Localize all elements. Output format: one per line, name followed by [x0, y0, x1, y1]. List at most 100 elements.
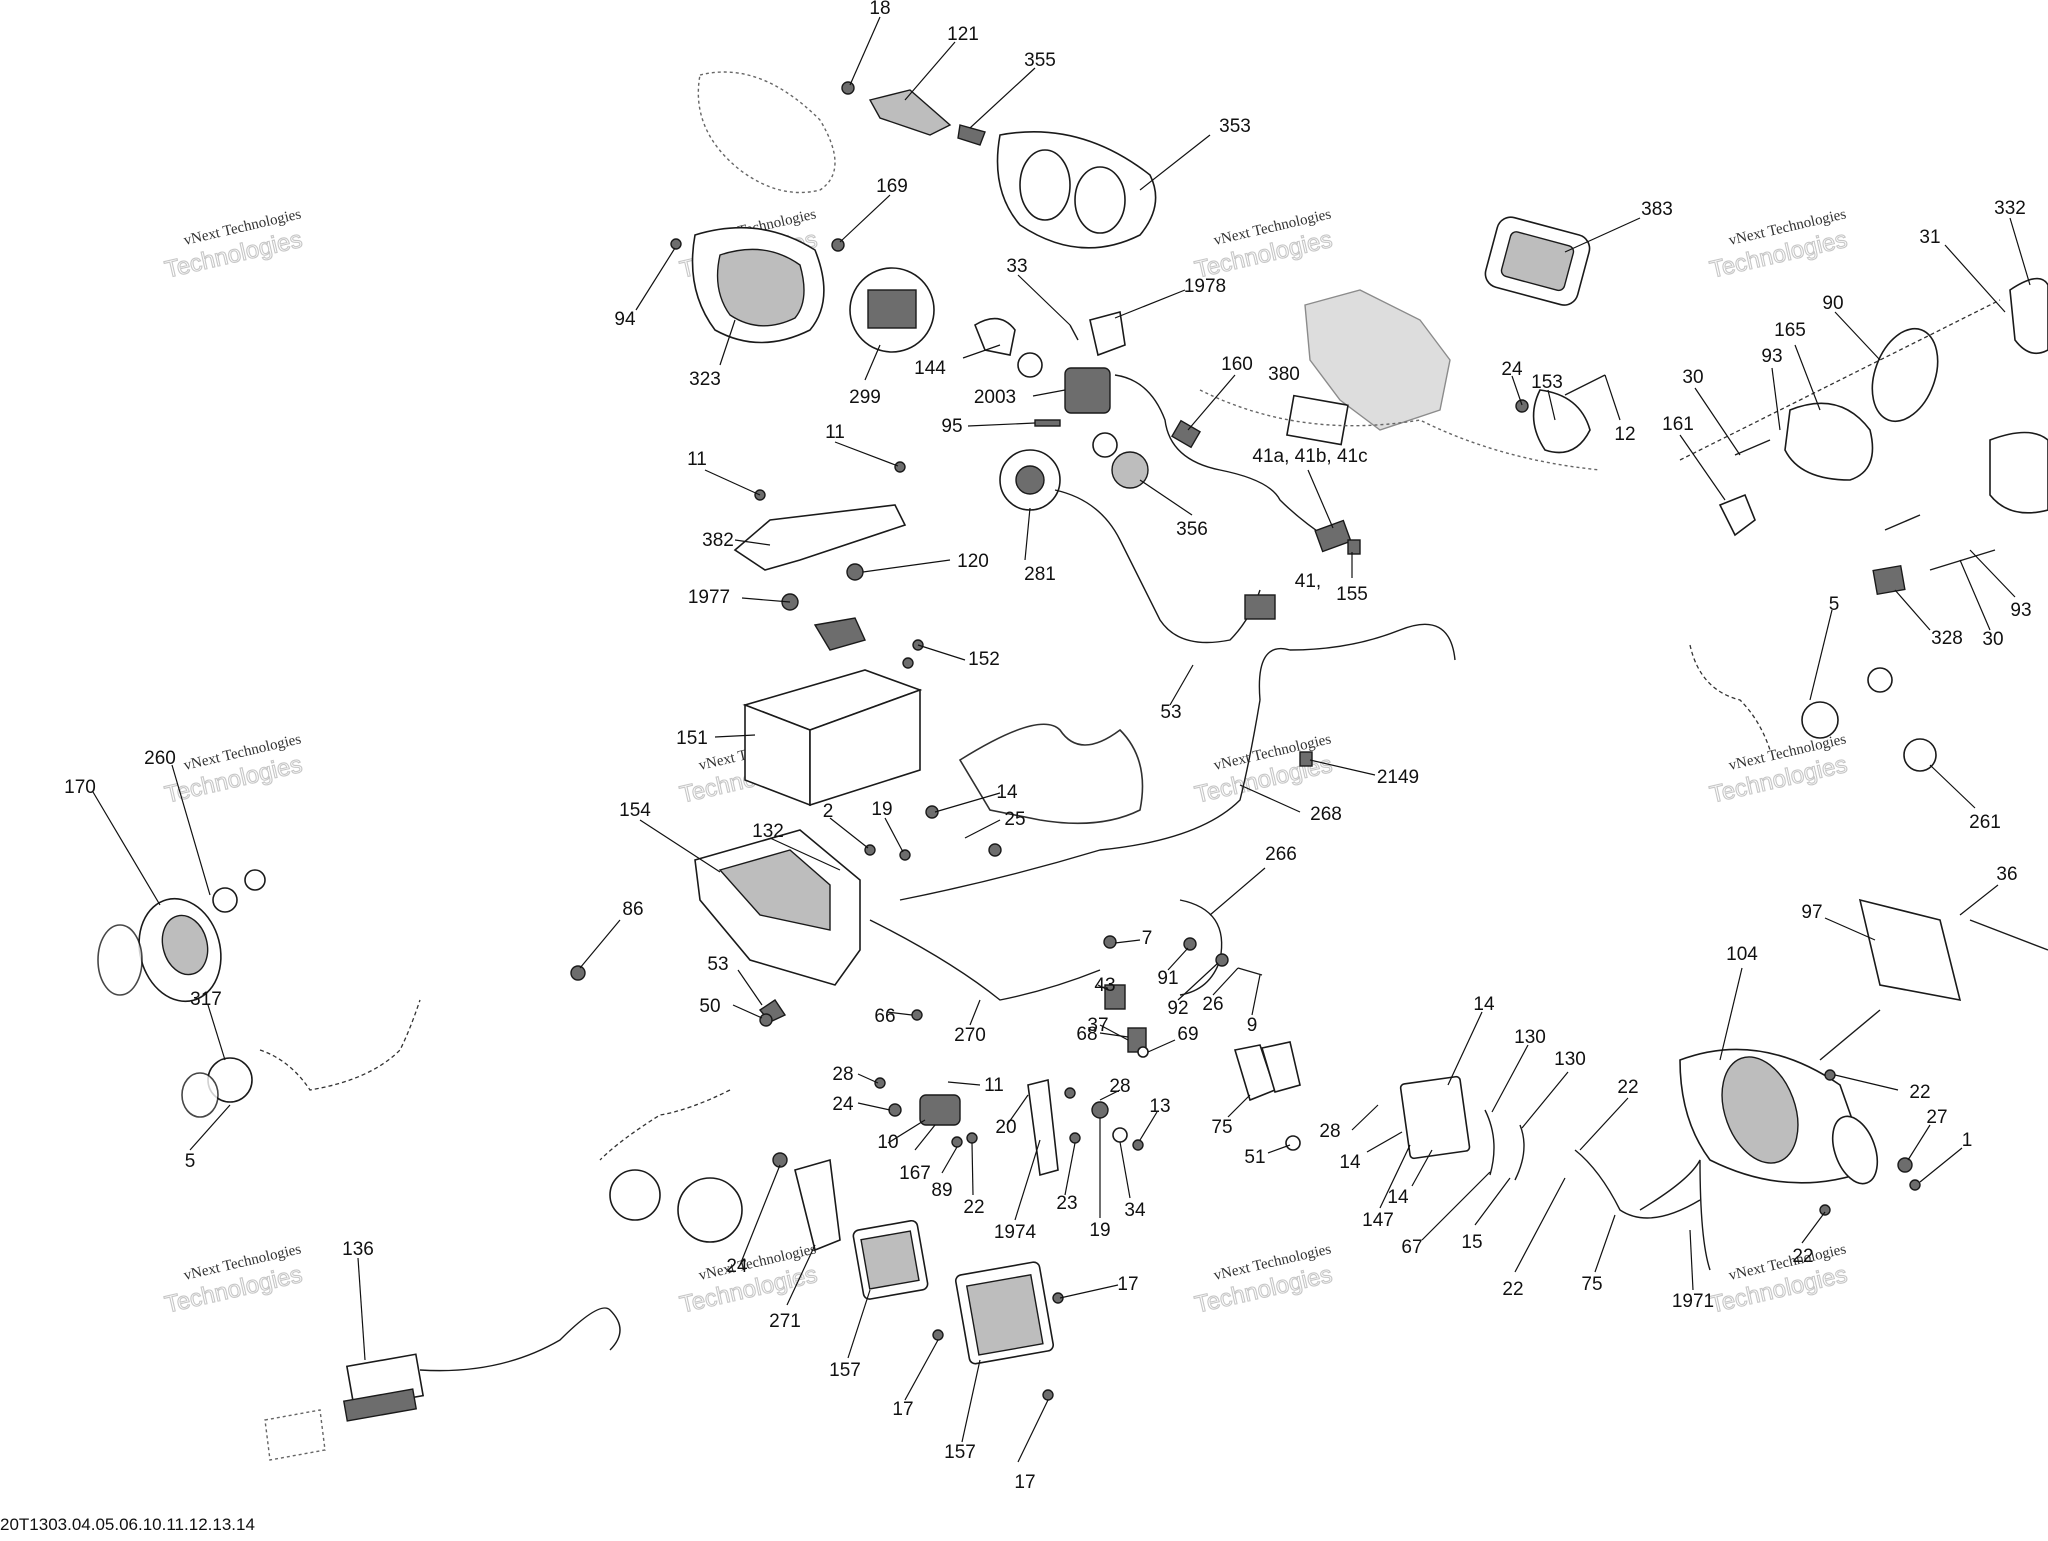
- part-157-regulator-bottom-fins: [965, 1273, 1044, 1356]
- part-95-strip: [1034, 419, 1061, 427]
- leader-33: [1017, 274, 1071, 326]
- leader-1971: [1689, 1229, 1694, 1291]
- part-155-clip: [1347, 539, 1361, 555]
- callout: 75: [1211, 1117, 1232, 1138]
- engine-block: [1304, 289, 1451, 431]
- part-17-screw: [932, 1329, 944, 1341]
- leader-20: [1006, 1094, 1029, 1126]
- callout: 270: [954, 1025, 986, 1046]
- part-17-screw: [1042, 1389, 1054, 1401]
- leader-18: [849, 16, 881, 86]
- part-281-core: [1015, 465, 1045, 495]
- leader-161: [1679, 434, 1726, 501]
- part-22-nut: [966, 1132, 978, 1144]
- callout: 130: [1554, 1049, 1586, 1070]
- part-353-dial-right: [1074, 166, 1126, 234]
- part-97-fairlead: [1858, 898, 1962, 1002]
- part-1974-strip: [1027, 1079, 1059, 1177]
- leader-51: [1267, 1144, 1291, 1154]
- leader-165: [1794, 344, 1821, 411]
- callout: 2149: [1377, 767, 1419, 788]
- callout: 13: [1149, 1096, 1170, 1117]
- leader-261: [1929, 764, 1976, 809]
- leader-53-top: [1169, 664, 1194, 706]
- engine-ghost: [1199, 389, 1601, 471]
- leader-132: [769, 837, 841, 871]
- part-260-bulb: [212, 887, 238, 913]
- part-317-wire: [259, 999, 421, 1091]
- watermark: vNext Technologies Technologies: [162, 1241, 306, 1319]
- callout: 24: [1501, 359, 1523, 380]
- callout: 157: [829, 1360, 861, 1381]
- callout: 37: [1087, 1015, 1108, 1036]
- callout: 1977: [688, 587, 730, 608]
- leader-383: [1564, 217, 1641, 253]
- watermark: vNext Technologies Technologies: [1192, 731, 1336, 809]
- callout: 160: [1221, 354, 1253, 375]
- callout: 89: [931, 1180, 952, 1201]
- callout: 30: [1682, 367, 1703, 388]
- callout: 10: [877, 1132, 898, 1153]
- part-332-lamp: [2009, 277, 2048, 355]
- leader-86: [579, 919, 621, 969]
- callout: 120: [957, 551, 989, 572]
- callout: 18: [869, 0, 890, 19]
- leader-11-bottom: [947, 1081, 981, 1086]
- callout: 17: [1014, 1472, 1035, 1493]
- callout: 152: [968, 649, 1000, 670]
- part-281-connector: [1244, 594, 1276, 620]
- leader-14-right-a: [1366, 1131, 1403, 1153]
- part-86-nut: [570, 965, 586, 981]
- leader-328: [1894, 589, 1931, 631]
- leader-170: [92, 791, 161, 906]
- watermark: vNext Technologies Technologies: [677, 1241, 821, 1319]
- leader-160: [1187, 374, 1236, 431]
- leader-75-right: [1594, 1214, 1616, 1273]
- part-260-socket: [244, 869, 266, 891]
- part-17-screw: [1052, 1292, 1064, 1304]
- callout: 104: [1726, 944, 1758, 965]
- part-144-ring: [1017, 352, 1043, 378]
- part-281-wire: [1054, 489, 1261, 644]
- part-24-nut: [888, 1103, 902, 1117]
- leader-50: [732, 1004, 763, 1019]
- part-24-nut: [1515, 399, 1529, 413]
- leader-1978: [1114, 289, 1186, 319]
- part-151-battery-side: [809, 688, 921, 807]
- leader-11-right: [834, 441, 899, 467]
- callout: 1971: [1672, 1291, 1714, 1312]
- part-11-screw: [894, 461, 906, 473]
- callout: 30: [1982, 629, 2003, 650]
- leader-17-bottom: [1017, 1399, 1049, 1463]
- callout: 27: [1926, 1107, 1947, 1128]
- leader-152: [917, 644, 966, 661]
- callout: 170: [64, 777, 96, 798]
- callout: 260: [144, 748, 176, 769]
- leader-266: [1209, 867, 1266, 916]
- leader-53-bottom: [737, 969, 763, 1006]
- part-28-nut: [874, 1077, 886, 1089]
- part-26-bolt: [1237, 967, 1263, 976]
- leader-89: [941, 1146, 958, 1174]
- callout: 153: [1531, 372, 1563, 393]
- leader-24: [1511, 375, 1523, 406]
- callout: 147: [1362, 1210, 1394, 1231]
- callout: 383: [1641, 199, 1673, 220]
- leader-31: [1944, 244, 2006, 313]
- part-43-block: [1104, 984, 1126, 1010]
- callout: 43: [1094, 975, 1115, 996]
- callout: 380: [1268, 364, 1300, 385]
- callout: 121: [947, 24, 979, 45]
- callout: 91: [1157, 968, 1178, 989]
- leader-332: [2009, 217, 2031, 286]
- callout: 86: [622, 899, 643, 920]
- callout: 28: [1109, 1076, 1130, 1097]
- callout: 14: [996, 782, 1018, 803]
- leader-15: [1474, 1177, 1511, 1226]
- leader-151: [714, 734, 756, 738]
- callout: 353: [1219, 116, 1251, 137]
- part-7-nut: [1103, 935, 1117, 949]
- callout: 14: [1473, 994, 1495, 1015]
- leader-12: [1604, 374, 1621, 421]
- part-154-tray-inner: [718, 849, 831, 931]
